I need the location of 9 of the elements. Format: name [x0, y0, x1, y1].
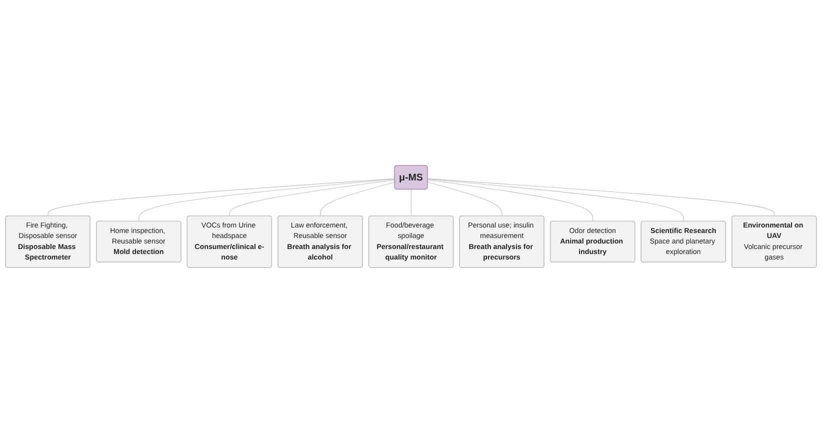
connector	[427, 179, 684, 222]
connector	[427, 180, 594, 222]
connector	[410, 190, 412, 217]
connector	[320, 182, 396, 217]
connector	[427, 178, 775, 217]
connector	[48, 178, 396, 217]
connector	[138, 179, 396, 222]
connector	[427, 182, 502, 217]
connector	[229, 180, 396, 217]
